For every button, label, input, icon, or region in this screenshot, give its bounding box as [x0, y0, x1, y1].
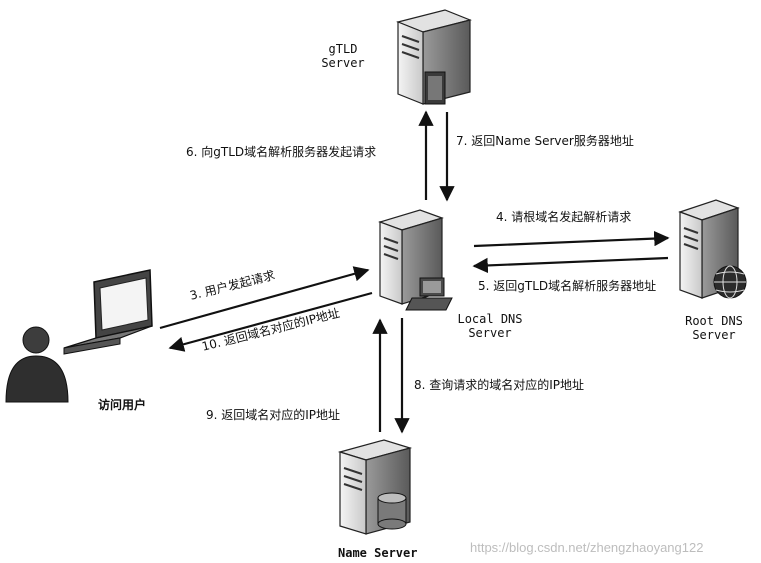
- local-dns-server-icon: [378, 209, 453, 311]
- watermark-text: https://blog.csdn.net/zhengzhaoyang122: [470, 540, 704, 555]
- arrow-step4: [473, 230, 670, 248]
- step4-label: 4. 请根域名发起解析请求: [496, 210, 632, 224]
- root-dns-label: Root DNS Server: [678, 314, 750, 342]
- step6-label: 6. 向gTLD域名解析服务器发起请求: [186, 145, 377, 159]
- globe-icon: [713, 265, 747, 299]
- database-icon: [377, 492, 407, 530]
- user-label: 访问用户: [98, 398, 147, 412]
- gtld-server-icon: [396, 9, 472, 105]
- user-icon: [5, 326, 69, 403]
- local-dns-label-line2: Server: [468, 326, 512, 340]
- gtld-server-label-line2: Server: [321, 56, 365, 70]
- step5-label: 5. 返回gTLD域名解析服务器地址: [478, 279, 657, 293]
- laptop-icon: [63, 269, 153, 355]
- local-dns-label: Local DNS Server: [450, 312, 530, 340]
- gtld-server-label-line1: gTLD: [328, 42, 358, 56]
- step8-label: 8. 查询请求的域名对应的IP地址: [414, 378, 585, 392]
- gtld-server-label: gTLD Server: [318, 42, 368, 70]
- name-server-label: Name Server: [338, 546, 418, 560]
- local-dns-label-line1: Local DNS: [457, 312, 523, 326]
- step7-label: 7. 返回Name Server服务器地址: [456, 134, 634, 148]
- arrow-step3: [159, 266, 370, 330]
- root-dns-server-icon: [678, 199, 747, 299]
- arrow-step5: [472, 256, 669, 274]
- root-dns-label-line1: Root DNS: [685, 314, 743, 328]
- root-dns-label-line2: Server: [692, 328, 736, 342]
- step9-label: 9. 返回域名对应的IP地址: [206, 408, 341, 422]
- name-server-icon: [337, 439, 413, 535]
- arrow-step10: [168, 291, 373, 352]
